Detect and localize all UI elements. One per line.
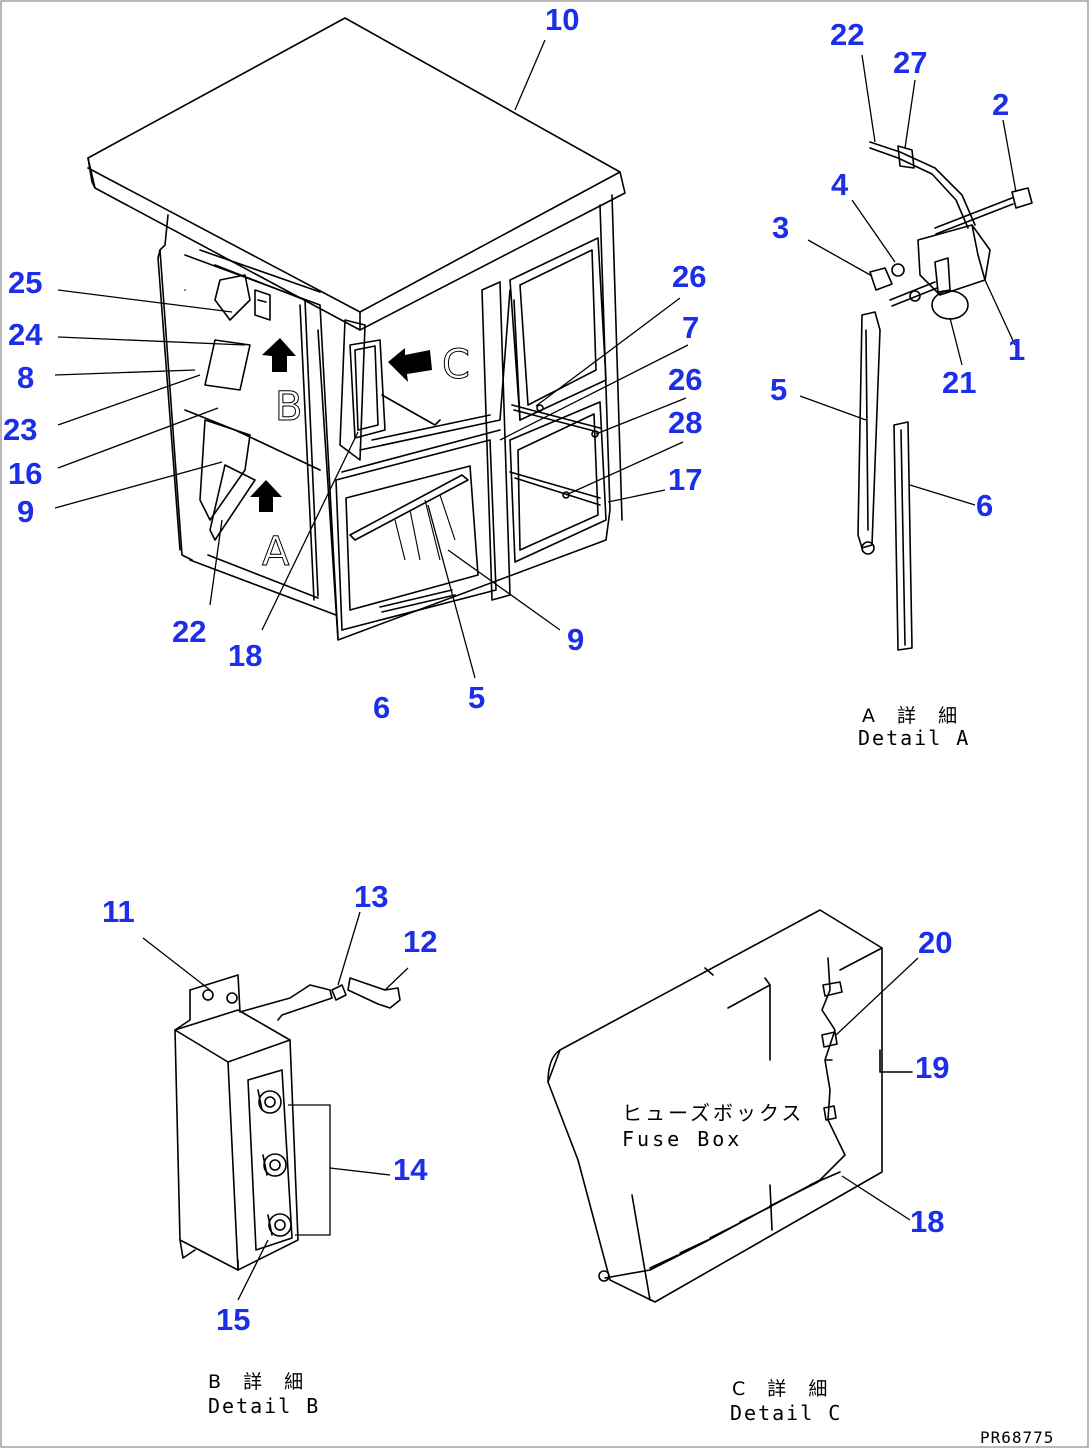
callout-25: 25	[8, 265, 42, 300]
fuse-box-label-en: Fuse Box	[622, 1127, 742, 1151]
callout-9-right: 9	[567, 622, 584, 657]
arrow-c-icon	[388, 348, 432, 382]
detail-c: ヒューズボックス Fuse Box 20 19 18 C 詳 細 Detail …	[547, 909, 952, 1425]
callout-6-cab: 6	[373, 690, 390, 725]
callout-28: 28	[668, 405, 702, 440]
callout-27: 27	[893, 45, 927, 80]
callout-24: 24	[8, 317, 43, 352]
callout-26-upper: 26	[672, 259, 706, 294]
area-letter-a: A	[262, 529, 290, 575]
callout-10: 10	[545, 2, 579, 37]
cab-callouts: 10 25 24 8 23 16 9 22 18 26 7 26 28 17 9…	[3, 2, 706, 725]
fuse-box-label-jp: ヒューズボックス	[622, 1101, 804, 1125]
callout-21: 21	[942, 365, 976, 400]
callout-6-a: 6	[976, 488, 993, 523]
callout-26-lower: 26	[668, 362, 702, 397]
detail-b-caption-jp: B 詳 細	[208, 1371, 311, 1393]
detail-a-caption-jp: A 詳 細	[862, 705, 965, 727]
callout-20: 20	[918, 925, 952, 960]
arrow-a-icon	[250, 480, 282, 512]
callout-14: 14	[393, 1152, 428, 1187]
callout-22-a: 22	[830, 17, 864, 52]
callout-2: 2	[992, 87, 1009, 122]
cab-assembly: B A C	[54, 17, 689, 679]
callout-13: 13	[354, 879, 388, 914]
callout-17: 17	[668, 462, 702, 497]
detail-c-caption-en: Detail C	[730, 1401, 842, 1425]
detail-c-caption-jp: C 詳 細	[732, 1378, 835, 1400]
callout-5-a: 5	[770, 372, 787, 407]
callout-23: 23	[3, 412, 37, 447]
area-letter-c: C	[442, 342, 470, 388]
detail-b-caption-en: Detail B	[208, 1394, 320, 1418]
callout-16: 16	[8, 456, 42, 491]
callout-1: 1	[1008, 332, 1025, 367]
callout-19: 19	[915, 1050, 949, 1085]
callout-18-cab: 18	[228, 638, 262, 673]
area-letter-b: B	[275, 384, 302, 430]
callout-7: 7	[682, 310, 699, 345]
callout-12: 12	[403, 924, 437, 959]
callout-8: 8	[17, 360, 34, 395]
callout-22-cab: 22	[172, 614, 206, 649]
detail-a: 22 27 2 4 3 1 21 5 6 A 詳 細 Detail A	[770, 17, 1033, 750]
arrow-b-icon	[262, 338, 296, 372]
callout-3: 3	[772, 210, 789, 245]
callout-4: 4	[831, 167, 849, 202]
drawing-code: PR68775	[980, 1428, 1054, 1447]
callout-15: 15	[216, 1302, 250, 1337]
detail-b: 11 13 12 14 15 B 詳 細 Detail B	[102, 289, 437, 1418]
callout-5-cab: 5	[468, 680, 485, 715]
callout-18-c: 18	[910, 1204, 944, 1239]
detail-a-caption-en: Detail A	[858, 726, 970, 750]
callout-9-left: 9	[17, 494, 34, 529]
callout-11: 11	[102, 894, 135, 929]
